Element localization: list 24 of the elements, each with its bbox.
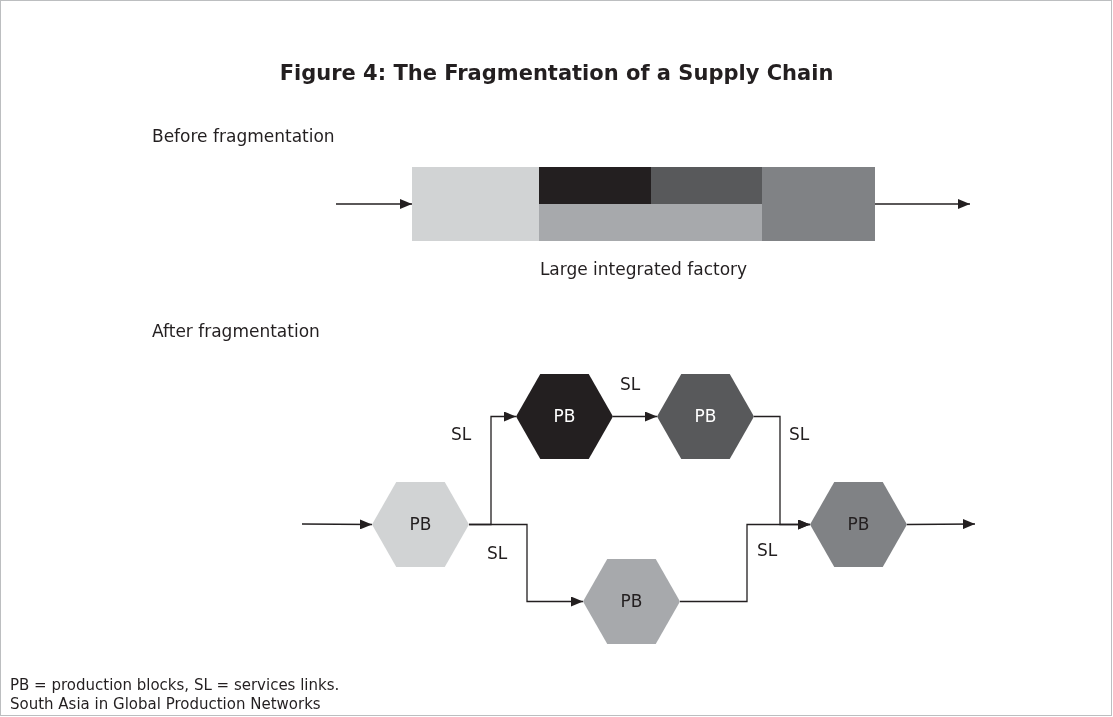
figure-title: Figure 4: The Fragmentation of a Supply Chain	[278, 60, 835, 87]
block-label: PB	[847, 512, 870, 536]
arrow	[679, 519, 811, 603]
hexagon-block	[657, 374, 754, 459]
factory-caption: Large integrated factory	[538, 258, 749, 281]
section-heading: After fragmentation	[152, 320, 320, 343]
hexagon-block	[810, 482, 907, 567]
section-heading: Before fragmentation	[152, 125, 335, 148]
arrow	[612, 411, 658, 422]
arrow	[468, 523, 584, 607]
hexagon-block	[516, 374, 613, 459]
hexagon-block	[583, 559, 680, 644]
block-label: PB	[553, 404, 576, 428]
arrow	[874, 199, 971, 209]
factory-bar	[412, 167, 875, 241]
hexagon-block	[372, 482, 469, 567]
arrow	[301, 519, 373, 530]
block-label: PB	[620, 589, 643, 613]
note-text: PB = production blocks, SL = services links.	[10, 675, 340, 696]
block-label: PB	[409, 512, 432, 536]
block-label: PB	[694, 404, 717, 428]
note-text: South Asia in Global Production Networks	[10, 694, 321, 715]
arrow	[906, 519, 976, 530]
arrow	[335, 199, 413, 209]
